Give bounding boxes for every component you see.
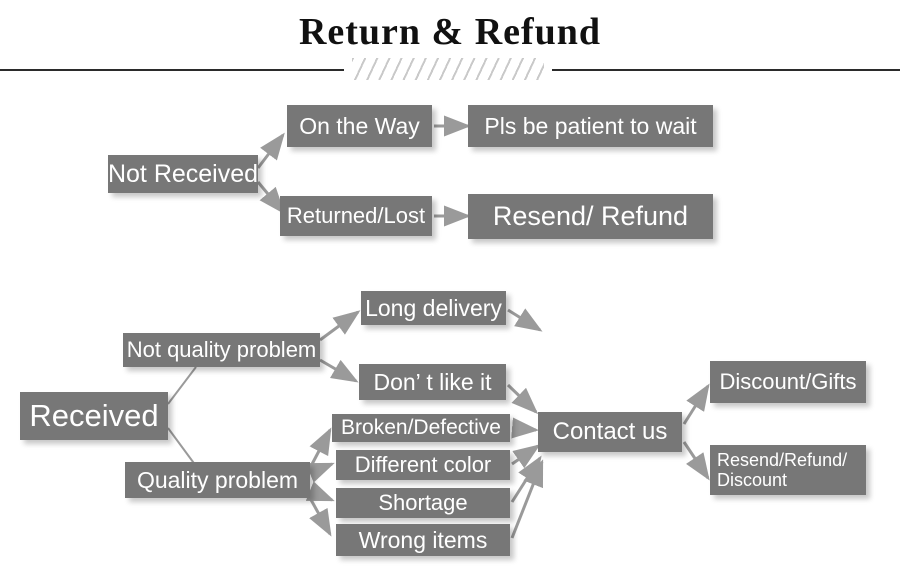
node-contact-us[interactable]: Contact us: [538, 412, 682, 452]
node-resend-refund-discount[interactable]: Resend/Refund/ Discount: [710, 445, 866, 495]
node-returned-lost[interactable]: Returned/Lost: [280, 196, 432, 236]
node-dont-like-it[interactable]: Don’ t like it: [359, 364, 506, 400]
page-title: Return & Refund: [298, 11, 602, 53]
node-shortage[interactable]: Shortage: [336, 488, 510, 518]
node-resend-refund[interactable]: Resend/ Refund: [468, 194, 713, 239]
divider-hatch: [352, 58, 544, 80]
node-wrong-items[interactable]: Wrong items: [336, 524, 510, 556]
node-discount-gifts[interactable]: Discount/Gifts: [710, 361, 866, 403]
node-on-the-way[interactable]: On the Way: [287, 105, 432, 147]
divider-line-right: [552, 69, 900, 71]
divider-line-left: [0, 69, 344, 71]
node-pls-be-patient-to-wait[interactable]: Pls be patient to wait: [468, 105, 713, 147]
node-broken-defective[interactable]: Broken/Defective: [332, 414, 510, 442]
node-not-received[interactable]: Not Received: [108, 155, 258, 193]
node-different-color[interactable]: Different color: [336, 450, 510, 480]
node-not-quality-problem[interactable]: Not quality problem: [123, 333, 320, 367]
node-long-delivery[interactable]: Long delivery: [361, 291, 506, 325]
node-received[interactable]: Received: [20, 392, 168, 440]
node-quality-problem[interactable]: Quality problem: [125, 462, 310, 498]
